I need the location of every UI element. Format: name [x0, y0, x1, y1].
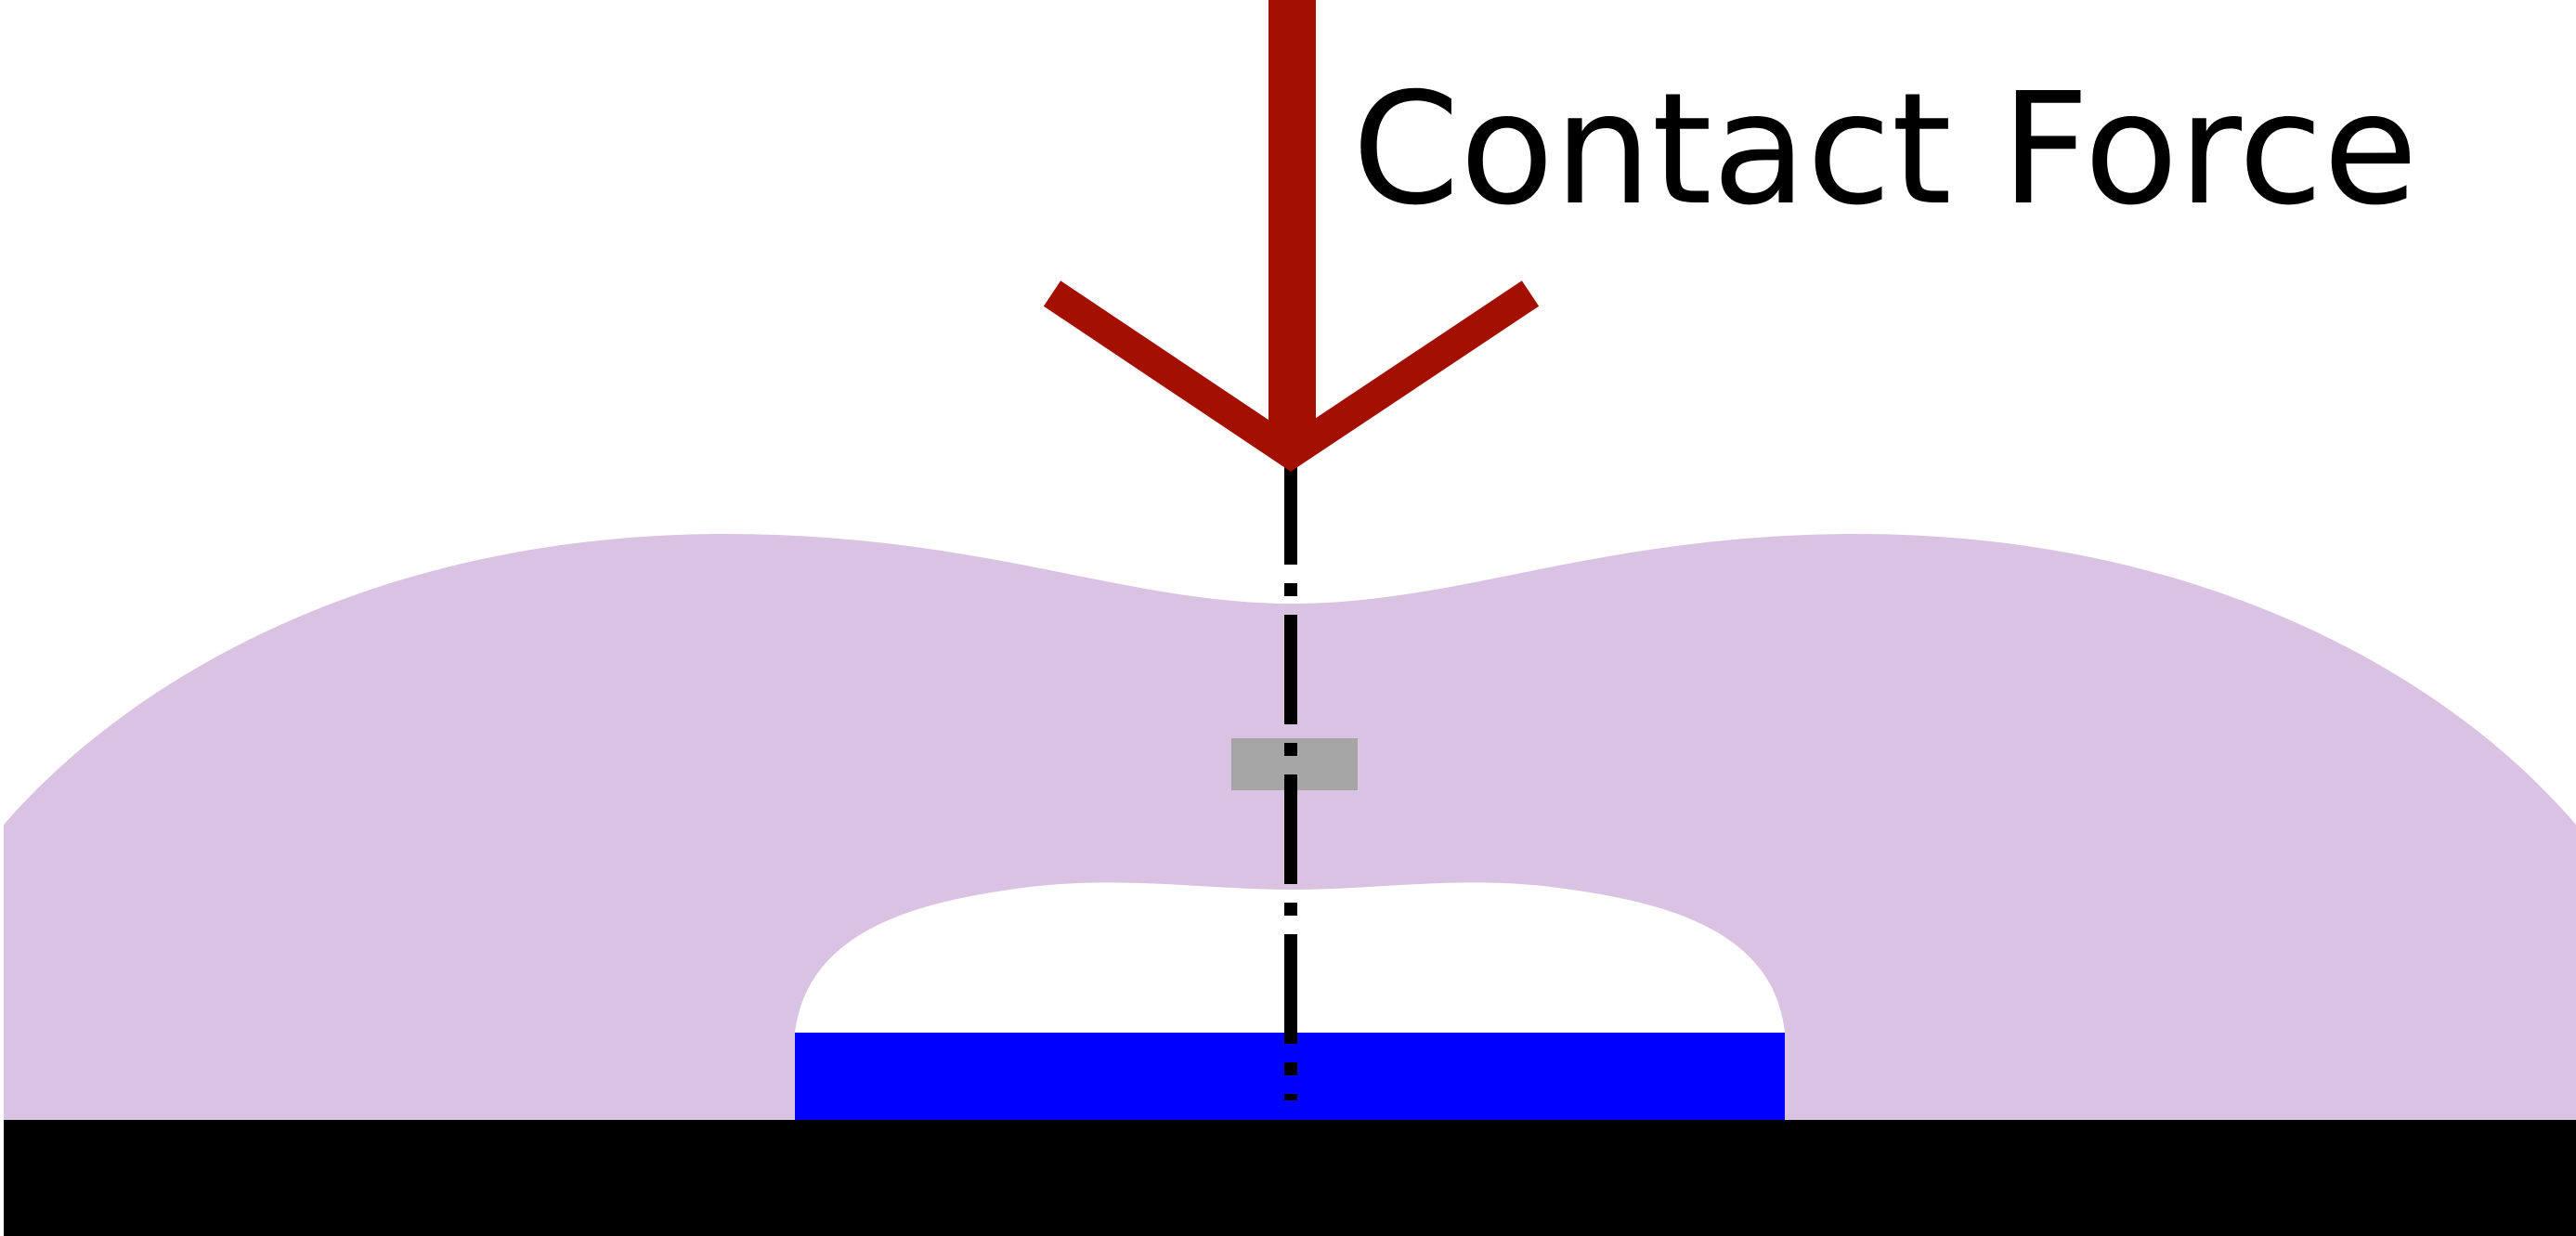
force-arrow-shaft: [1268, 0, 1316, 453]
ground-plane: [4, 1120, 2576, 1236]
force-label: Contact Force: [1352, 60, 2418, 240]
force-arrow-head: [1043, 280, 1540, 472]
contact-pad: [795, 1033, 1785, 1125]
force-arrow: [1043, 0, 1540, 472]
